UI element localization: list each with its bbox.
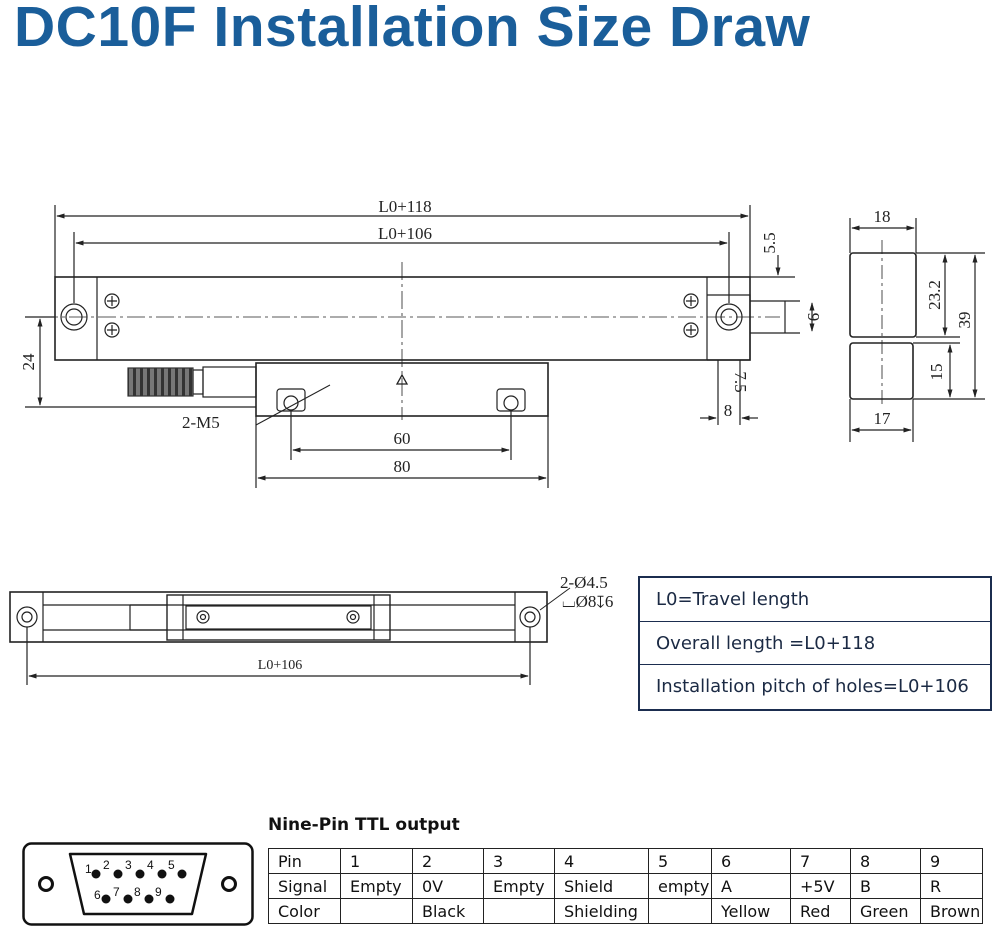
pin-label-9: 9 [155, 885, 162, 899]
legend-overall-length: Overall length =L0+118 [640, 621, 990, 664]
dim-side-23-2: 23.2 [925, 280, 944, 310]
legend-hole-pitch: Installation pitch of holes=L0+106 [640, 664, 990, 707]
table-cell: Black [412, 898, 484, 924]
pin-label-1: 1 [85, 862, 92, 876]
table-cell: A [711, 873, 791, 899]
legend-box: L0=Travel length Overall length =L0+118 … [638, 576, 992, 711]
db9-connector: 1 2 3 4 5 6 7 8 9 [22, 842, 254, 926]
table-cell [340, 898, 413, 924]
table-cell: Empty [483, 873, 555, 899]
pin-dots [91, 869, 187, 904]
dim-height-24: 24 [19, 353, 38, 371]
dim-side-18: 18 [874, 207, 891, 226]
screw-icon [104, 293, 699, 338]
side-body [849, 252, 917, 338]
table-cell: B [850, 873, 921, 899]
dim-mount-80: 80 [394, 457, 411, 476]
pin-table: Pin 1 2 3 4 5 6 7 8 9 Signal Empty 0V Em… [268, 848, 983, 924]
bottom-body [9, 591, 548, 643]
table-cell: Shield [554, 873, 649, 899]
scale-body [54, 276, 751, 361]
page-title: DC10F Installation Size Draw [14, 0, 811, 59]
dim-overall-length: L0+118 [378, 197, 431, 216]
table-cell: +5V [790, 873, 851, 899]
side-view [849, 218, 985, 442]
dim-counterbore: ⌴Ø8↧6 [562, 592, 613, 611]
table-row: Color Black Shielding Yellow Red Green B… [268, 898, 983, 924]
legend-travel-length: L0=Travel length [656, 589, 810, 610]
dim-cover-gap: 5.5 [760, 232, 779, 253]
pin-label-6: 6 [94, 888, 101, 902]
pin-label-2: 2 [103, 858, 110, 872]
bottom-hole-left [16, 606, 38, 628]
table-cell: Empty [340, 873, 413, 899]
dim-slot-7-5: 7.5 [731, 371, 750, 392]
bottom-hole-right [519, 606, 541, 628]
dim-slot-9: 9 [804, 313, 823, 322]
dim-side-17: 17 [874, 409, 892, 428]
table-cell: Pin [268, 848, 341, 874]
table-cell: 9 [920, 848, 983, 874]
bottom-view [9, 587, 571, 685]
cable-spring [127, 367, 194, 397]
dim-side-15: 15 [927, 364, 946, 381]
dim-bottom-pitch: L0+106 [258, 658, 302, 673]
dim-mount-60: 60 [394, 429, 411, 448]
table-cell: 5 [648, 848, 712, 874]
table-cell: Color [268, 898, 341, 924]
table-cell [483, 898, 555, 924]
dim-hole-spec: 2-Ø4.5 [560, 573, 608, 592]
table-cell: 7 [790, 848, 851, 874]
table-cell: empty [648, 873, 712, 899]
pin-label-7: 7 [113, 885, 120, 899]
table-cell: Yellow [711, 898, 791, 924]
table-cell: 3 [483, 848, 555, 874]
connector-screw-right [221, 876, 237, 892]
dim-slot-8: 8 [724, 401, 733, 420]
table-cell: 0V [412, 873, 484, 899]
table-row: Pin 1 2 3 4 5 6 7 8 9 [268, 848, 983, 874]
table-cell: Signal [268, 873, 341, 899]
table-cell: R [920, 873, 983, 899]
connector-screw-left [38, 876, 54, 892]
table-cell: 8 [850, 848, 921, 874]
pin-label-8: 8 [134, 885, 141, 899]
table-cell: Shielding [554, 898, 649, 924]
pin-label-4: 4 [147, 858, 154, 872]
pin-caption: Nine-Pin TTL output [268, 815, 460, 835]
dim-side-39: 39 [955, 312, 974, 329]
pin-label-5: 5 [168, 858, 175, 872]
table-cell: Green [850, 898, 921, 924]
installation-drawing: L0+118 L0+106 5.5 24 2-M5 60 80 9 7.5 8 … [9, 197, 985, 685]
table-cell: 2 [412, 848, 484, 874]
pin-label-3: 3 [125, 858, 132, 872]
table-cell [648, 898, 712, 924]
dim-hole-pitch: L0+106 [378, 224, 432, 243]
table-cell: 6 [711, 848, 791, 874]
table-cell: Brown [920, 898, 983, 924]
table-row: Signal Empty 0V Empty Shield empty A +5V… [268, 873, 983, 899]
dim-thread: 2-M5 [182, 413, 220, 432]
table-cell: 1 [340, 848, 413, 874]
table-cell: Red [790, 898, 851, 924]
table-cell: 4 [554, 848, 649, 874]
front-view [25, 205, 815, 488]
